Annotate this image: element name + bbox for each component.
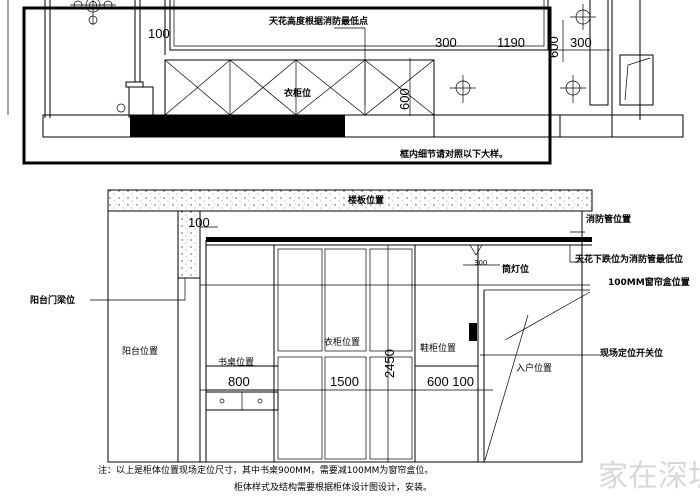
frame-note: 框内细节请对照以下大样。: [400, 148, 508, 160]
chandelier-icon: [70, 0, 116, 25]
dim-600: 600: [397, 88, 412, 110]
ceiling-height-note: 天花高度根据消防最低点: [269, 15, 368, 27]
note-line-2: 柜体样式及结构需要根据柜体设计图设计，安装。: [234, 481, 432, 493]
ceiling-drop-label: 天花下跌位为消防管最低位: [575, 253, 683, 265]
wardrobe-label: 衣柜位置: [324, 336, 360, 348]
detail-frame: [22, 6, 552, 165]
dim-800: 800: [228, 374, 250, 389]
fire-pipe-label: 消防管位置: [586, 213, 631, 225]
dim-600-100: 600 100: [427, 374, 474, 389]
dim-1190: 1190: [497, 35, 525, 50]
dim-300-left: 300: [435, 35, 457, 50]
downlight-icon: [469, 244, 483, 256]
desk-label: 书桌位置: [218, 356, 254, 368]
top-plan: 天花高度根据消防最低点 100 300 1190 300 600 600 衣柜位…: [7, 0, 684, 165]
note-line-1: 注：以上是柜体位置现场定位尺寸，其中书桌900MM，需要减100MM为窗帘盒位。: [98, 464, 433, 476]
watermark-logo: 家在深圳: [598, 459, 700, 494]
dim-600-right: 600: [546, 36, 561, 58]
downlight-icon: [560, 75, 586, 103]
dim-100-top: 100: [188, 215, 210, 230]
fire-pipe: [206, 237, 592, 242]
downlight-icon: [450, 75, 476, 103]
balcony-beam-label: 阳台门梁位: [30, 294, 75, 306]
shoe-cabinet-label: 鞋柜位置: [420, 342, 456, 354]
entry-label: 入户位置: [516, 362, 552, 374]
downlight-icon: [570, 4, 596, 30]
wardrobe-position-label: 衣柜位: [284, 87, 311, 99]
balcony-label: 阳台位置: [122, 345, 158, 357]
curtain-box-label: 100MM窗帘盒位置: [608, 276, 690, 288]
dim-300-right: 300: [570, 35, 592, 50]
switch-position-label: 现场定位开关位: [600, 347, 663, 359]
downlight-label: 筒灯位: [502, 263, 529, 275]
elevation: 楼板位置 100 消防管位置 天花下跌位为消防管最低位 筒灯位 300 100M…: [30, 189, 690, 463]
slab-position-label: 楼板位置: [348, 194, 384, 206]
switch-box: [469, 323, 477, 341]
dim-100: 100: [148, 26, 170, 41]
dim-2450: 2450: [382, 349, 397, 378]
dim-1500: 1500: [330, 374, 359, 389]
dim-300: 300: [474, 259, 487, 267]
black-beam: [130, 115, 345, 137]
